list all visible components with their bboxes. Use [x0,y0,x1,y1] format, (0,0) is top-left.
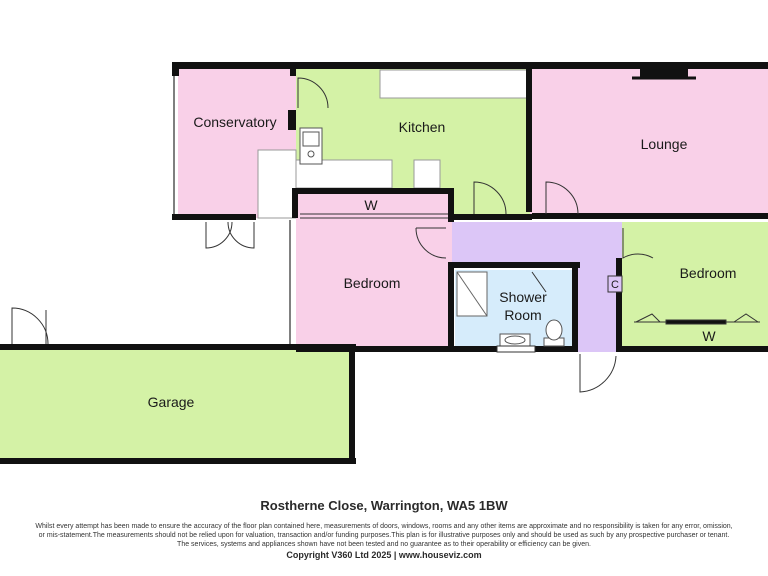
kitchen-unit [413,159,441,189]
label-cupboard: C [611,279,619,291]
disclaimer-line-1: Whilst every attempt has been made to en… [35,523,733,530]
floor-plan: Conservatory Kitchen Lounge Bedroom Bedr… [0,62,768,464]
label-kitchen: Kitchen [399,119,446,135]
shower-window [496,345,536,353]
label-wardrobe-1: W [364,197,378,213]
bedroom-2-room [622,222,768,348]
toilet-icon [543,319,565,347]
kitchen-worktop-left [257,149,297,219]
walls [0,62,768,464]
hallway [452,222,622,268]
label-shower-line1: Shower [499,289,547,305]
shower-room-door-line [531,271,547,293]
wardrobe-bedroom-2 [634,313,760,325]
kitchen-worktop-top [379,69,529,99]
cupboard [607,275,623,293]
wardrobe-bedroom-1 [300,213,448,219]
label-lounge: Lounge [641,136,688,152]
label-bedroom-2: Bedroom [680,265,737,281]
disclaimer-line-2: or mis-statement.The measurements should… [38,532,730,539]
label-garage: Garage [148,394,195,410]
address-title: Rostherne Close, Warrington, WA5 1BW [260,498,508,513]
sink-icon [299,127,323,165]
garage-room [0,346,354,462]
thin-walls [173,76,291,344]
fireplace [640,68,688,78]
doors [11,77,654,393]
bedroom-1-room [296,190,452,348]
basin-icon [499,333,531,347]
label-bedroom-1: Bedroom [344,275,401,291]
label-shower-line2: Room [504,307,541,323]
copyright: Copyright V360 Ltd 2025 | www.houseviz.c… [286,550,482,560]
disclaimer-line-3: The services, systems and appliances sho… [177,541,591,548]
label-conservatory: Conservatory [193,114,276,130]
label-wardrobe-2: W [702,328,716,344]
shower-tray-icon [456,271,488,317]
